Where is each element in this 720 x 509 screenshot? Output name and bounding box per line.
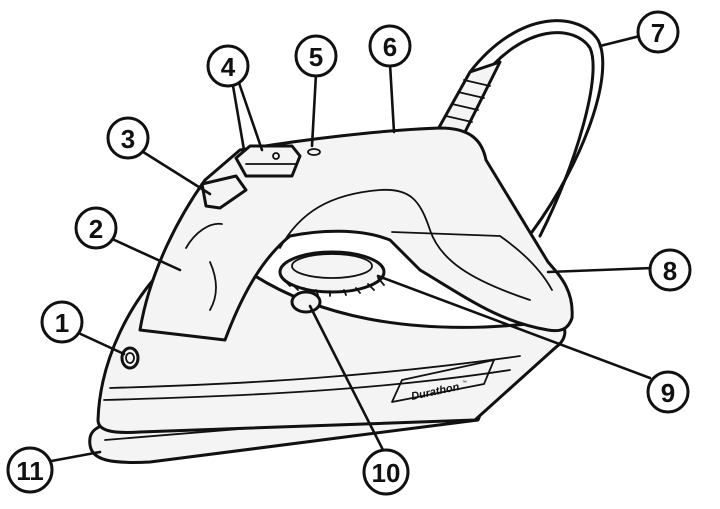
callout-1: 1 [40, 300, 84, 344]
self-clean-button[interactable] [290, 290, 322, 314]
callout-6: 6 [368, 24, 412, 68]
callout-10: 10 [362, 448, 410, 496]
callout-8-label: 8 [663, 256, 677, 286]
callout-4-label: 4 [221, 52, 236, 82]
indicator-light [307, 148, 321, 156]
callout-10-label: 10 [372, 458, 401, 488]
power-indicator-light [120, 346, 140, 370]
callout-8: 8 [648, 248, 692, 292]
brand-trademark: ™ [462, 380, 467, 386]
callout-11: 11 [6, 446, 54, 494]
power-cord [468, 19, 605, 238]
callout-9: 9 [646, 370, 690, 414]
callout-6-label: 6 [383, 32, 397, 62]
callout-2: 2 [74, 206, 118, 250]
callout-5: 5 [294, 34, 338, 78]
callout-3-label: 3 [121, 124, 135, 154]
callout-4: 4 [206, 44, 250, 88]
iron-handle [138, 126, 574, 342]
water-fill-cover[interactable] [200, 174, 248, 210]
temperature-dial[interactable] [278, 250, 386, 297]
callout-5-label: 5 [309, 42, 323, 72]
callout-3: 3 [106, 116, 150, 160]
leader-lines [44, 34, 654, 464]
callout-9-label: 9 [661, 378, 675, 408]
callout-11-label: 11 [16, 456, 44, 486]
callout-1-label: 1 [55, 308, 69, 338]
callout-2-label: 2 [89, 214, 103, 244]
callout-7: 7 [636, 10, 680, 54]
spray-steam-buttons[interactable] [234, 144, 302, 178]
callout-7-label: 7 [651, 18, 665, 48]
